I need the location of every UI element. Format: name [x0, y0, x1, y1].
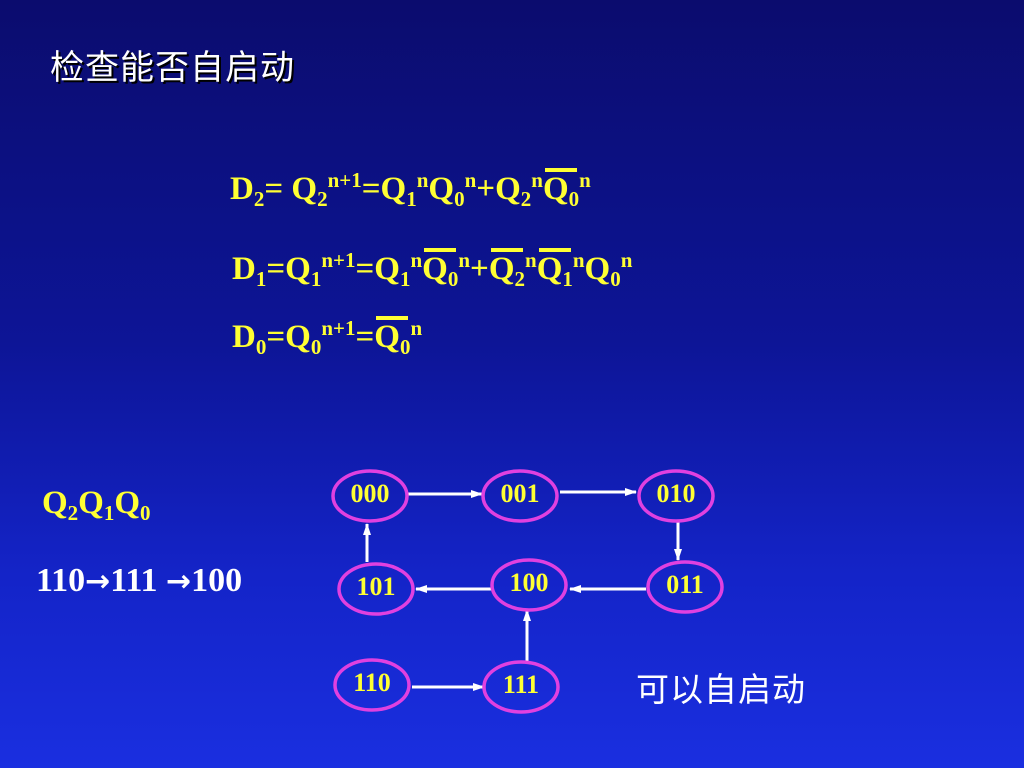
state-edges: [363, 488, 682, 691]
svg-text:100: 100: [510, 568, 549, 597]
svg-text:001: 001: [501, 479, 540, 508]
slide-title: 检查能否自启动: [50, 48, 295, 88]
state-variable-label: Q2Q1Q0: [42, 485, 151, 525]
state-node-111: 111: [482, 660, 560, 714]
svg-text:011: 011: [666, 570, 704, 599]
state-node-010: 010: [637, 469, 715, 523]
right-arrow-icon: →: [166, 564, 192, 599]
equation-d1: D1=Q1n+1=Q1nQ0n+Q2nQ1nQ0n: [232, 248, 633, 291]
state-node-101: 101: [337, 562, 415, 616]
state-node-001: 001: [481, 469, 559, 523]
equation-d2: D2= Q2n+1=Q1nQ0n+Q2nQ0n: [230, 168, 591, 211]
right-arrow-icon: →: [85, 564, 111, 599]
svg-text:010: 010: [657, 479, 696, 508]
conclusion-text: 可以自启动: [636, 670, 806, 709]
state-node-100: 100: [490, 558, 568, 612]
svg-text:111: 111: [503, 670, 539, 699]
overbar-q0-term: Q0: [374, 316, 411, 359]
state-node-011: 011: [646, 560, 724, 614]
overbar-q0-term: Q0: [422, 248, 459, 291]
state-node-000: 000: [331, 469, 409, 523]
overbar-q1-term: Q1: [536, 248, 573, 291]
state-node-110: 110: [333, 658, 411, 712]
svg-text:000: 000: [351, 479, 390, 508]
svg-text:110: 110: [353, 668, 391, 697]
overbar-q2-term: Q2: [488, 248, 525, 291]
svg-text:101: 101: [357, 572, 396, 601]
transition-sequence: 110→111 →100: [36, 562, 243, 599]
overbar-q0-term: Q0: [542, 168, 580, 211]
equation-d0: D0=Q0n+1=Q0n: [232, 316, 423, 359]
